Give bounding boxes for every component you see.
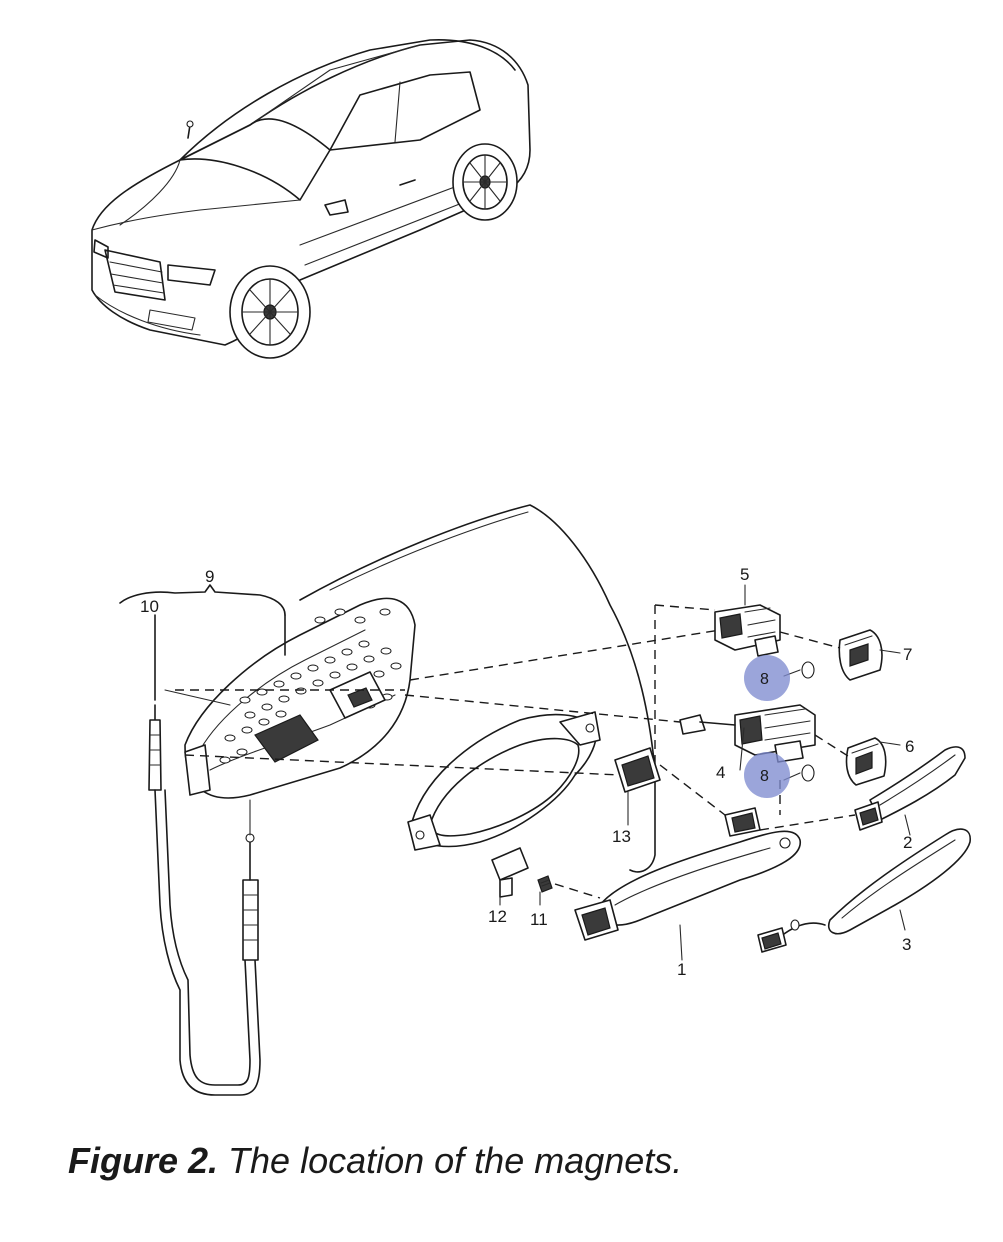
door-handle-1 xyxy=(574,807,801,941)
lock-cylinder-5 xyxy=(714,604,781,657)
magnet-circle-lower xyxy=(744,752,790,798)
washer-upper xyxy=(801,661,815,679)
caption-text: The location of the magnets. xyxy=(218,1140,683,1181)
washer-lower xyxy=(801,764,815,782)
callout-11: 11 xyxy=(530,910,548,929)
end-cap-6 xyxy=(845,737,887,786)
trim-ring xyxy=(407,711,601,851)
car-illustration xyxy=(91,39,531,359)
end-cap-7 xyxy=(838,629,883,681)
part-13-bracket xyxy=(614,747,661,793)
callout-8-lower: 8 xyxy=(760,768,769,785)
magnet-highlight-lower: 8 xyxy=(744,752,790,798)
callout-labels: 9 10 5 7 6 4 13 2 12 11 1 3 xyxy=(140,565,914,979)
bowden-cables xyxy=(119,584,286,1096)
part-12-clip xyxy=(491,847,529,898)
magnet-circle-upper xyxy=(744,655,790,701)
callout-1: 1 xyxy=(677,960,686,979)
door-handle-3 xyxy=(757,828,971,953)
callout-3: 3 xyxy=(902,935,911,954)
handle-carrier xyxy=(184,597,416,799)
door-panel xyxy=(299,504,656,873)
callout-4: 4 xyxy=(716,763,725,782)
callout-6: 6 xyxy=(905,737,914,756)
front-wheel xyxy=(229,265,311,359)
figure-caption: Figure 2. The location of the magnets. xyxy=(68,1140,682,1182)
callout-7: 7 xyxy=(903,645,912,664)
callout-9: 9 xyxy=(205,567,214,586)
callout-12: 12 xyxy=(488,907,507,926)
callout-5: 5 xyxy=(740,565,749,584)
caption-label: Figure 2. xyxy=(68,1140,219,1181)
callout-10: 10 xyxy=(140,597,159,616)
door-handle-2 xyxy=(854,746,966,831)
assembly-lines xyxy=(175,604,856,899)
callout-8-upper: 8 xyxy=(760,671,769,688)
lock-cylinder-4 xyxy=(679,704,816,763)
rear-wheel xyxy=(452,143,518,221)
part-11-screw xyxy=(537,875,553,893)
callout-13: 13 xyxy=(612,827,631,846)
magnet-highlight-upper: 8 xyxy=(744,655,790,701)
callout-2: 2 xyxy=(903,833,912,852)
